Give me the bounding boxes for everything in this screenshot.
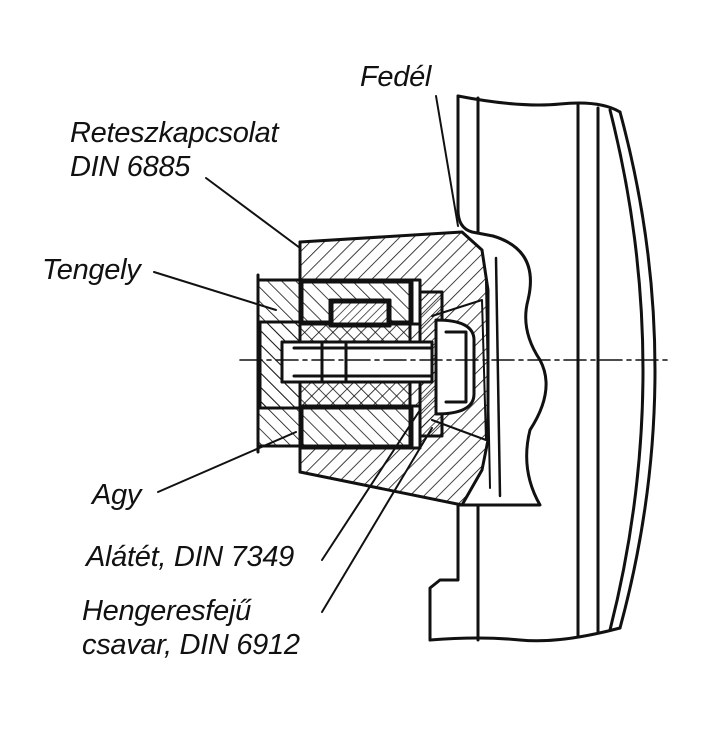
label-cap-screw-line1: Hengeresfejű	[82, 595, 251, 627]
label-shaft: Tengely	[42, 254, 141, 286]
label-washer: Alátét, DIN 7349	[86, 541, 294, 573]
cap-screw	[280, 299, 487, 441]
label-hub: Agy	[92, 479, 142, 511]
label-cap-screw-line2: csavar, DIN 6912	[82, 629, 300, 661]
label-cap-screw: Hengeresfejű csavar, DIN 6912	[82, 594, 300, 662]
leader-lines	[153, 95, 459, 613]
label-cover: Fedél	[360, 61, 432, 93]
key	[328, 298, 392, 328]
label-key-connection: Reteszkapcsolat DIN 6885	[70, 116, 279, 184]
wheel-rim	[428, 94, 657, 643]
label-key-connection-line2: DIN 6885	[70, 151, 191, 183]
label-key-connection-line1: Reteszkapcsolat	[70, 117, 279, 149]
